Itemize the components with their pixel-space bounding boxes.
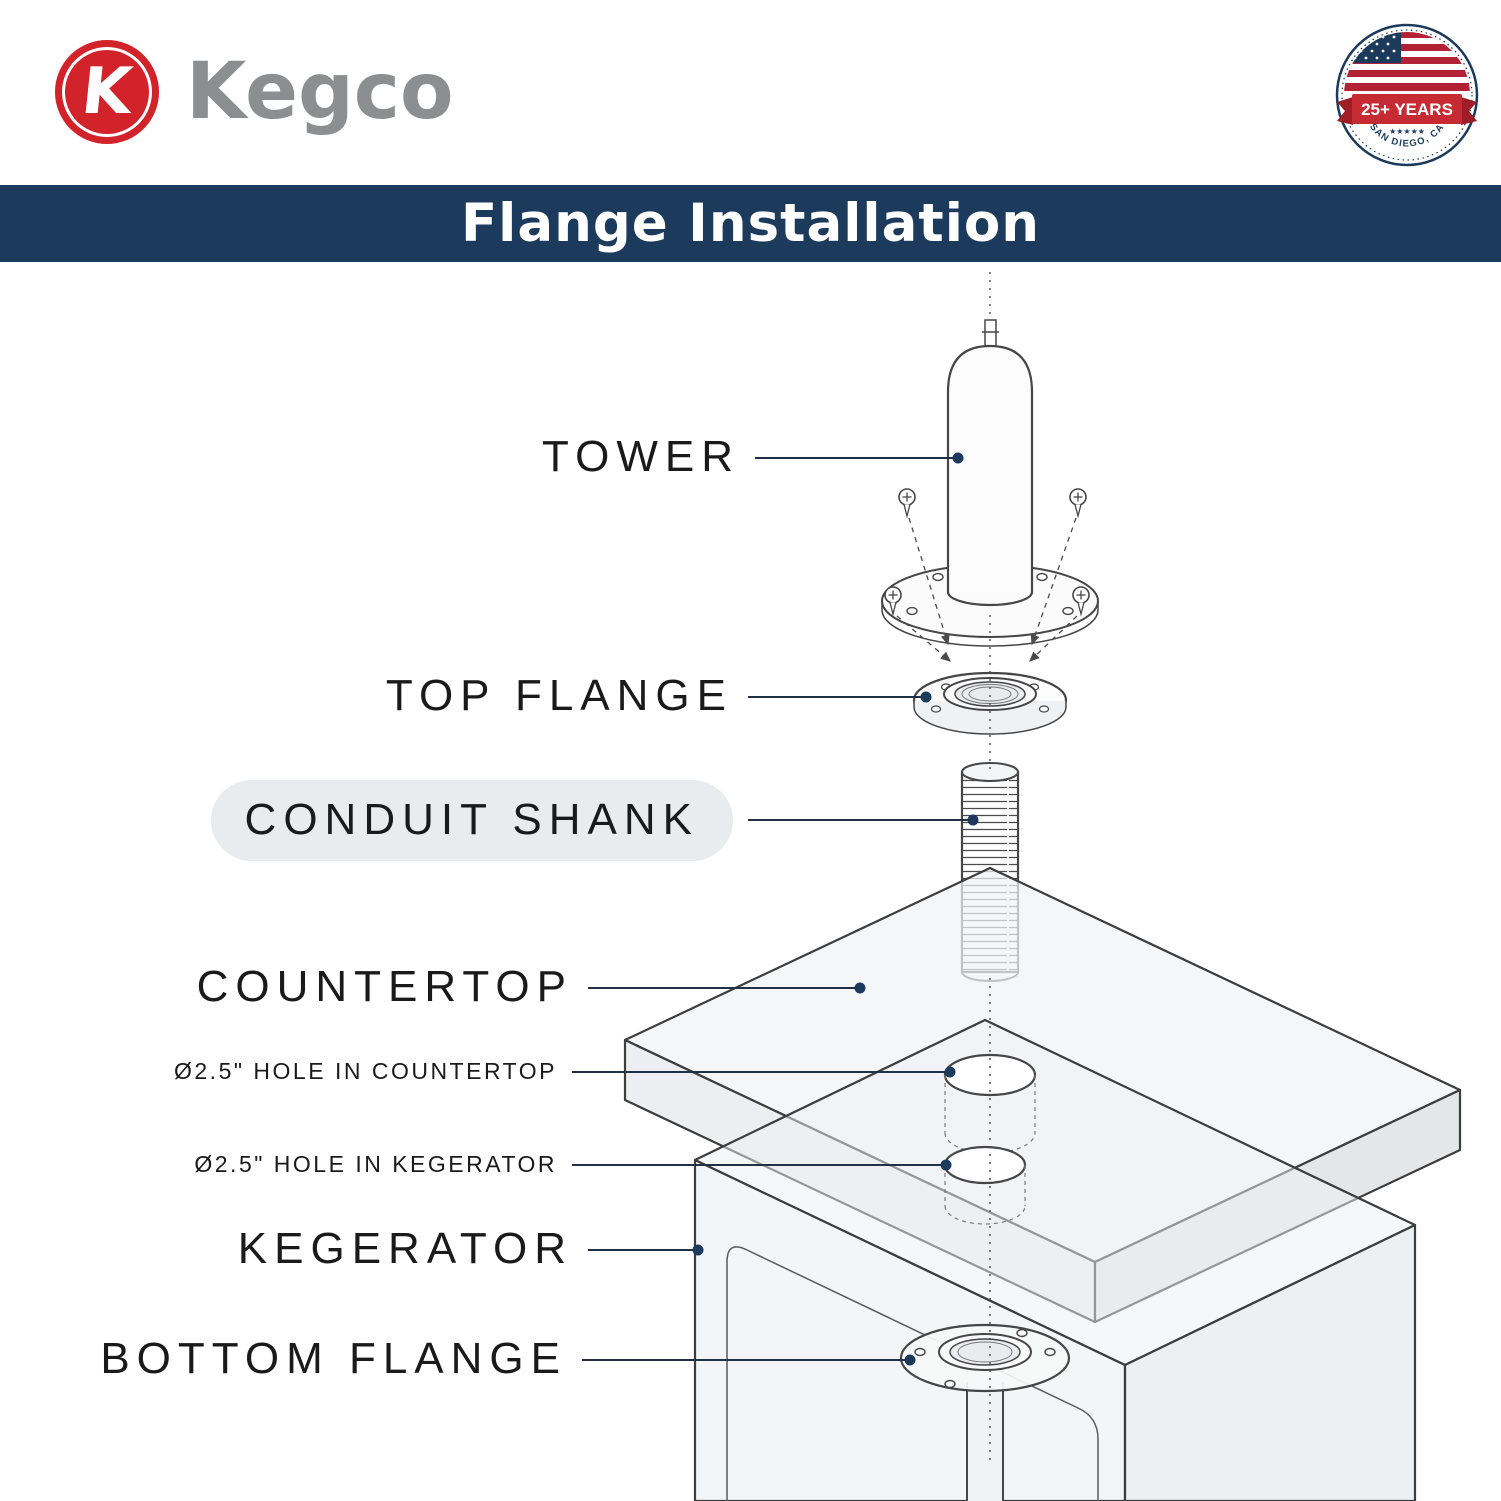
tower-base-plate: [881, 564, 1099, 647]
kegco-logo-letter: K: [78, 55, 136, 129]
mounting-screws: [884, 488, 1090, 617]
25-years-badge: 25+ YEARS ★★★★★ SAN DIEGO, CA: [1335, 23, 1479, 167]
title-bar: Flange Installation: [0, 185, 1501, 262]
bottom-flange-drawing: [899, 1323, 1071, 1393]
tower-drawing: [946, 319, 1034, 607]
leader-lines: [572, 457, 973, 1361]
top-flange-drawing: [912, 671, 1068, 735]
badge-years-text: 25+ YEARS: [1361, 100, 1453, 119]
badge-ribbon: 25+ YEARS: [1337, 94, 1477, 125]
shank-through-pipe: [966, 1380, 1004, 1501]
kegco-wordmark: Kegco: [186, 47, 454, 137]
assembly-guide-lines: [896, 517, 1078, 662]
header: K Kegco: [0, 0, 1501, 185]
page-title: Flange Installation: [460, 193, 1041, 254]
kegerator-drawing: [693, 1018, 1417, 1501]
leader-dots: [692, 452, 979, 1366]
kegco-logo: K: [55, 40, 159, 144]
badge-stars: ★★★★★: [1389, 127, 1425, 136]
